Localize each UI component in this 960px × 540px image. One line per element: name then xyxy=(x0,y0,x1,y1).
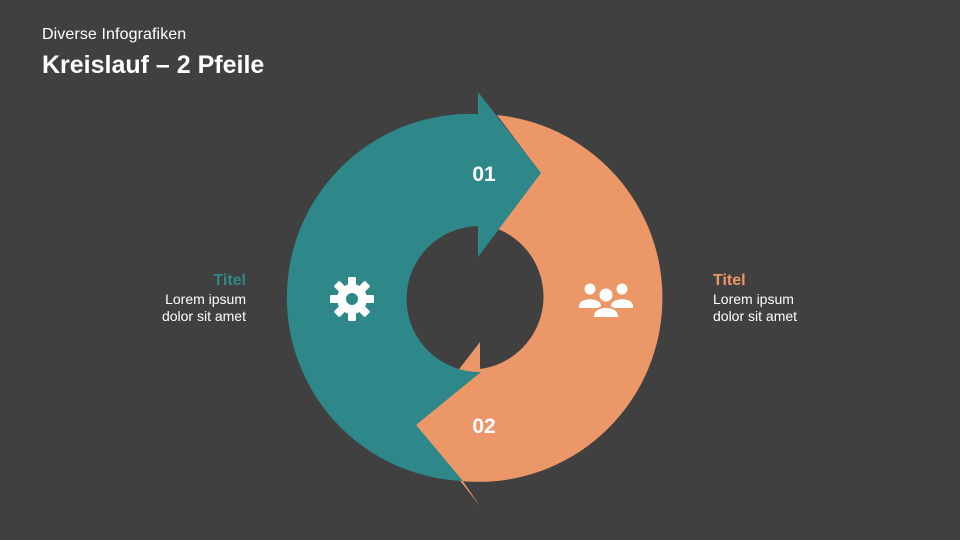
slide-subtitle: Diverse Infografiken xyxy=(42,26,187,43)
right-body-line-1: Lorem ipsum xyxy=(713,291,794,307)
left-body-line-2: dolor sit amet xyxy=(161,308,246,324)
left-text-block: Titel Lorem ipsum dolor sit amet xyxy=(46,272,246,325)
left-body-line-1: Lorem ipsum xyxy=(165,291,246,307)
step-number-02: 02 xyxy=(472,415,495,438)
right-body-line-2: dolor sit amet xyxy=(713,308,798,324)
right-text-block: Titel Lorem ipsum dolor sit amet xyxy=(713,272,913,325)
arrow-02 xyxy=(416,115,663,506)
people-group-icon xyxy=(579,283,633,319)
left-heading: Titel xyxy=(213,272,246,289)
right-heading: Titel xyxy=(713,272,746,289)
arrow-01 xyxy=(286,92,541,481)
step-number-01: 01 xyxy=(472,163,496,186)
slide-title: Kreislauf – 2 Pfeile xyxy=(42,51,265,79)
gear-icon xyxy=(330,277,374,321)
